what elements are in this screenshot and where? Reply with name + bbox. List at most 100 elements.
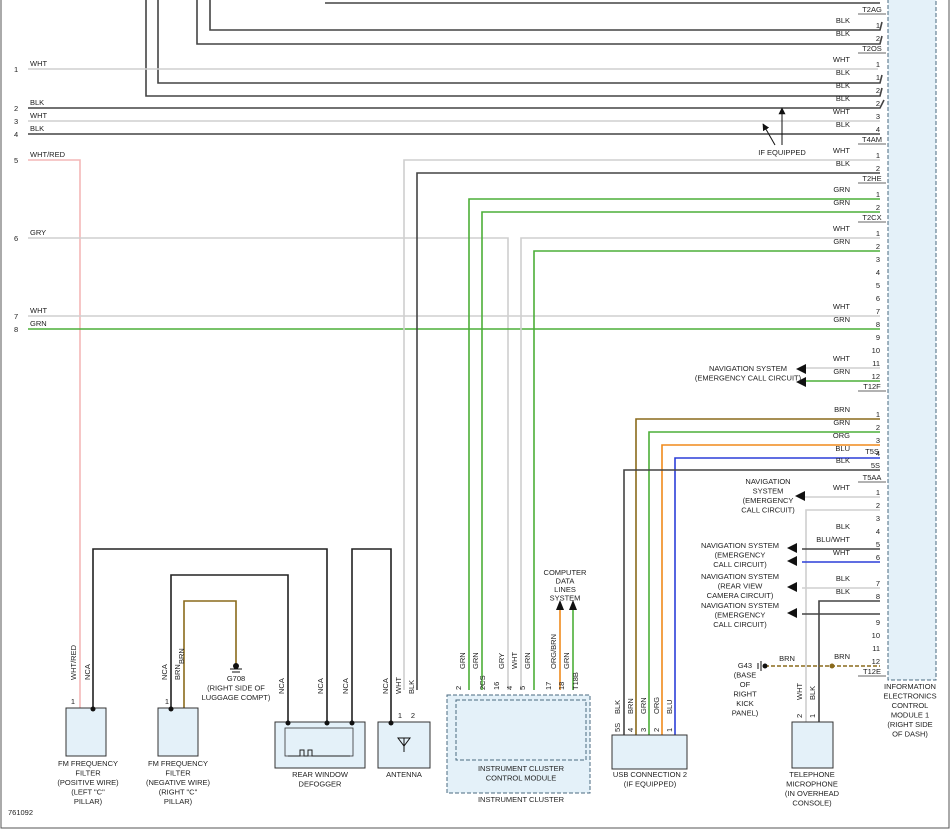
fm-filter-positive-box [65, 707, 107, 757]
pin-color-label: BLK [836, 587, 850, 596]
nav-system-label: CAMERA CIRCUIT) [707, 591, 774, 600]
nav-system-label: NAVIGATION SYSTEM [709, 364, 787, 373]
wire-color-label: BRN [177, 648, 186, 664]
nav-system-label: (EMERGENCY [715, 611, 766, 620]
fm-filter-positive-label: FILTER [75, 769, 101, 778]
connector-label: T2CX [862, 213, 881, 222]
wire-color-label: BRN [779, 654, 795, 663]
pin-number-label: 2 [876, 164, 880, 173]
pin-number-label: 7 [876, 307, 880, 316]
usb-label: (IF EQUIPPED) [624, 780, 677, 789]
wire-usb-brn [635, 418, 880, 735]
wire-t2he-grn-1 [468, 198, 880, 690]
wire-color-label: GRY [497, 653, 506, 669]
wire-color-label: NCA [83, 664, 92, 680]
fm-filter-positive-label: (POSITIVE WIRE) [57, 778, 119, 787]
pin-number-label: 1 [808, 714, 817, 718]
wire-t2he-grn-2 [481, 211, 880, 690]
wire-number-label: 6 [14, 234, 18, 243]
pin-number-label: 5 [518, 686, 527, 690]
wire-antenna-blk [416, 172, 880, 690]
ic-label: INSTRUMENT CLUSTER [478, 795, 565, 804]
wire-color-label: GRN [30, 319, 47, 328]
arrow-left-icon [787, 556, 797, 566]
fm-filter-negative-box [157, 707, 199, 757]
nav-system-label: CALL CIRCUIT) [741, 506, 795, 515]
ground-g43-icon [757, 661, 768, 671]
wire-usb-grn [648, 431, 880, 735]
pin-number-label: 4 [876, 527, 880, 536]
wire-5-wht-red [28, 159, 81, 708]
ground-g43-label: (BASE [734, 671, 757, 680]
fm-filter-negative-label: (NEGATIVE WIRE) [146, 778, 211, 787]
ground-g43-label: OF [740, 680, 751, 689]
pin-color-label: WHT [833, 354, 850, 363]
wire-blk-t2ag-2 [196, 0, 883, 45]
arrow-left-icon [787, 582, 797, 592]
pin-number-label: 2 [876, 34, 880, 43]
pin-color-label: BLK [836, 120, 850, 129]
pin-color-label: WHT [833, 483, 850, 492]
pin-number-label: 9 [876, 333, 880, 342]
pin-number-label: 5 [876, 540, 880, 549]
nav-system-label: SYSTEM [753, 487, 784, 496]
pin-number-label: 1 [398, 711, 402, 720]
wire-color-label: NCA [277, 678, 286, 694]
pin-number-label: 3 [876, 436, 880, 445]
module-label: MODULE 1 [891, 711, 929, 720]
arrow-up-icon [556, 600, 564, 610]
pin-number-label: 11 [872, 359, 880, 368]
pin-color-label: BLU [835, 444, 850, 453]
pin-number-label: 8 [876, 320, 880, 329]
wire-color-label: BRN [173, 664, 182, 680]
wire-color-label: BLK [407, 680, 416, 694]
fm-filter-positive-label: (LEFT "C" [71, 788, 105, 797]
wire-color-label: NCA [316, 678, 325, 694]
nav-system-label: (EMERGENCY [715, 551, 766, 560]
pin-number-label: 1 [876, 190, 880, 199]
arrow-left-icon [787, 543, 797, 553]
pin-color-label: BLK [836, 574, 850, 583]
fm-filter-positive-label: PILLAR) [74, 797, 103, 806]
wire-fm-neg-brn [183, 600, 237, 708]
wire-usb-blk [623, 469, 880, 735]
module-label: ELECTRONICS [883, 692, 936, 701]
pin-color-label: GRN [833, 367, 850, 376]
nav-system-label: NAVIGATION SYSTEM [701, 572, 779, 581]
wire-color-label: BLU [665, 699, 674, 714]
pin-color-label: GRN [833, 418, 850, 427]
pin-color-label: WHT [833, 224, 850, 233]
wire-number-label: 8 [14, 325, 18, 334]
wire-fm-neg-nca [170, 574, 289, 722]
fm-filter-negative-label: FILTER [165, 769, 191, 778]
ic-module-label: INSTRUMENT CLUSTER [478, 764, 565, 773]
pin-dot [90, 706, 96, 712]
antenna-label: ANTENNA [386, 770, 422, 779]
nav-system-label: CALL CIRCUIT) [713, 620, 767, 629]
pin-dot [168, 706, 174, 712]
pin-number-label: 11 [872, 644, 880, 653]
wire-fm-pos-nca [92, 548, 328, 722]
pin-color-label: BLK [836, 159, 850, 168]
connector-label: T12F [863, 382, 881, 391]
pin-color-label: GRN [833, 198, 850, 207]
fm-filter-negative-label: (RIGHT "C" [159, 788, 198, 797]
wire-color-label: WHT [795, 683, 804, 700]
defogger-label: DEFOGGER [299, 780, 343, 789]
wire-t2cx-grn [533, 250, 880, 690]
pin-number-label: 5S [613, 723, 622, 732]
nav-system-label: (EMERGENCY [743, 496, 794, 505]
wire-mic-blk [818, 600, 880, 722]
mic-label: CONSOLE) [792, 799, 832, 808]
splice-dot [829, 663, 835, 669]
wire-2-blk [28, 99, 885, 109]
wire-number-label: 4 [14, 130, 18, 139]
wire-color-label: WHT [30, 59, 47, 68]
pin-number-label: 1 [665, 728, 674, 732]
pin-number-label: 6 [876, 553, 880, 562]
arrow-left-icon [795, 491, 805, 501]
nav-system-label: NAVIGATION [745, 477, 790, 486]
wire-color-label: BLK [30, 124, 44, 133]
